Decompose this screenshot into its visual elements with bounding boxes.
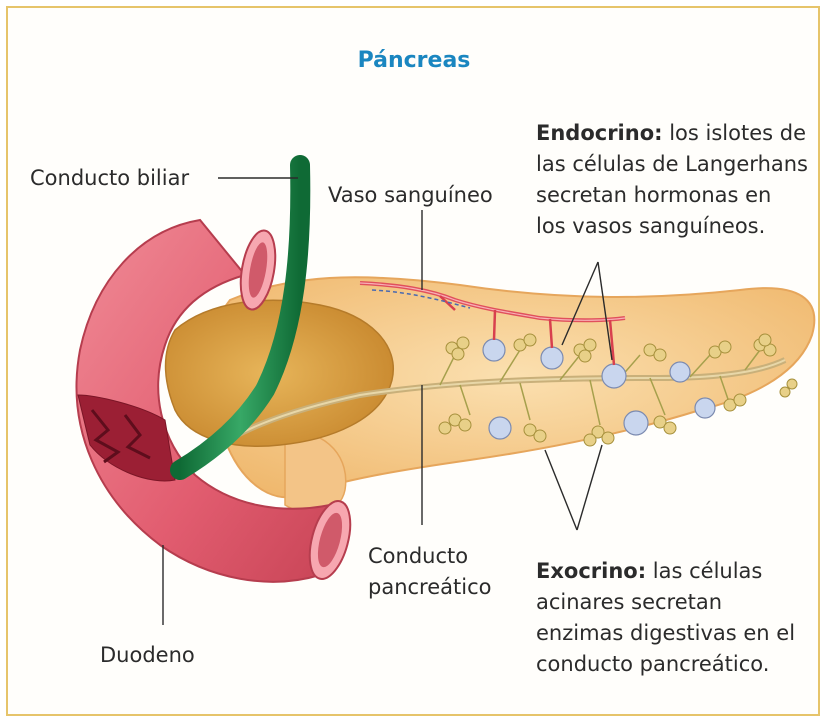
- endocrino-line1: los islotes de: [663, 121, 806, 145]
- exocrino-term: Exocrino:: [536, 559, 646, 583]
- endocrino-term: Endocrino:: [536, 121, 663, 145]
- label-conducto-pancreatico-line2: pancreático: [368, 572, 491, 603]
- exocrino-line1: las células: [646, 559, 762, 583]
- endocrino-line2: las células de Langerhans: [536, 149, 808, 180]
- label-conducto-pancreatico: Conducto pancreático: [368, 541, 491, 603]
- exocrino-line3: enzimas digestivas en el: [536, 618, 795, 649]
- exocrino-line2: acinares secretan: [536, 587, 795, 618]
- label-endocrino: Endocrino: los islotes de las células de…: [536, 118, 808, 242]
- label-conducto-biliar: Conducto biliar: [30, 163, 189, 194]
- endocrino-line4: los vasos sanguíneos.: [536, 211, 808, 242]
- label-exocrino: Exocrino: las células acinares secretan …: [536, 556, 795, 680]
- exocrino-line4: conducto pancreático.: [536, 649, 795, 680]
- label-duodeno: Duodeno: [100, 640, 195, 671]
- label-conducto-pancreatico-line1: Conducto: [368, 541, 491, 572]
- diagram-title: Páncreas: [0, 48, 828, 73]
- label-vaso-sanguineo: Vaso sanguíneo: [328, 180, 493, 211]
- endocrino-line3: secretan hormonas en: [536, 180, 808, 211]
